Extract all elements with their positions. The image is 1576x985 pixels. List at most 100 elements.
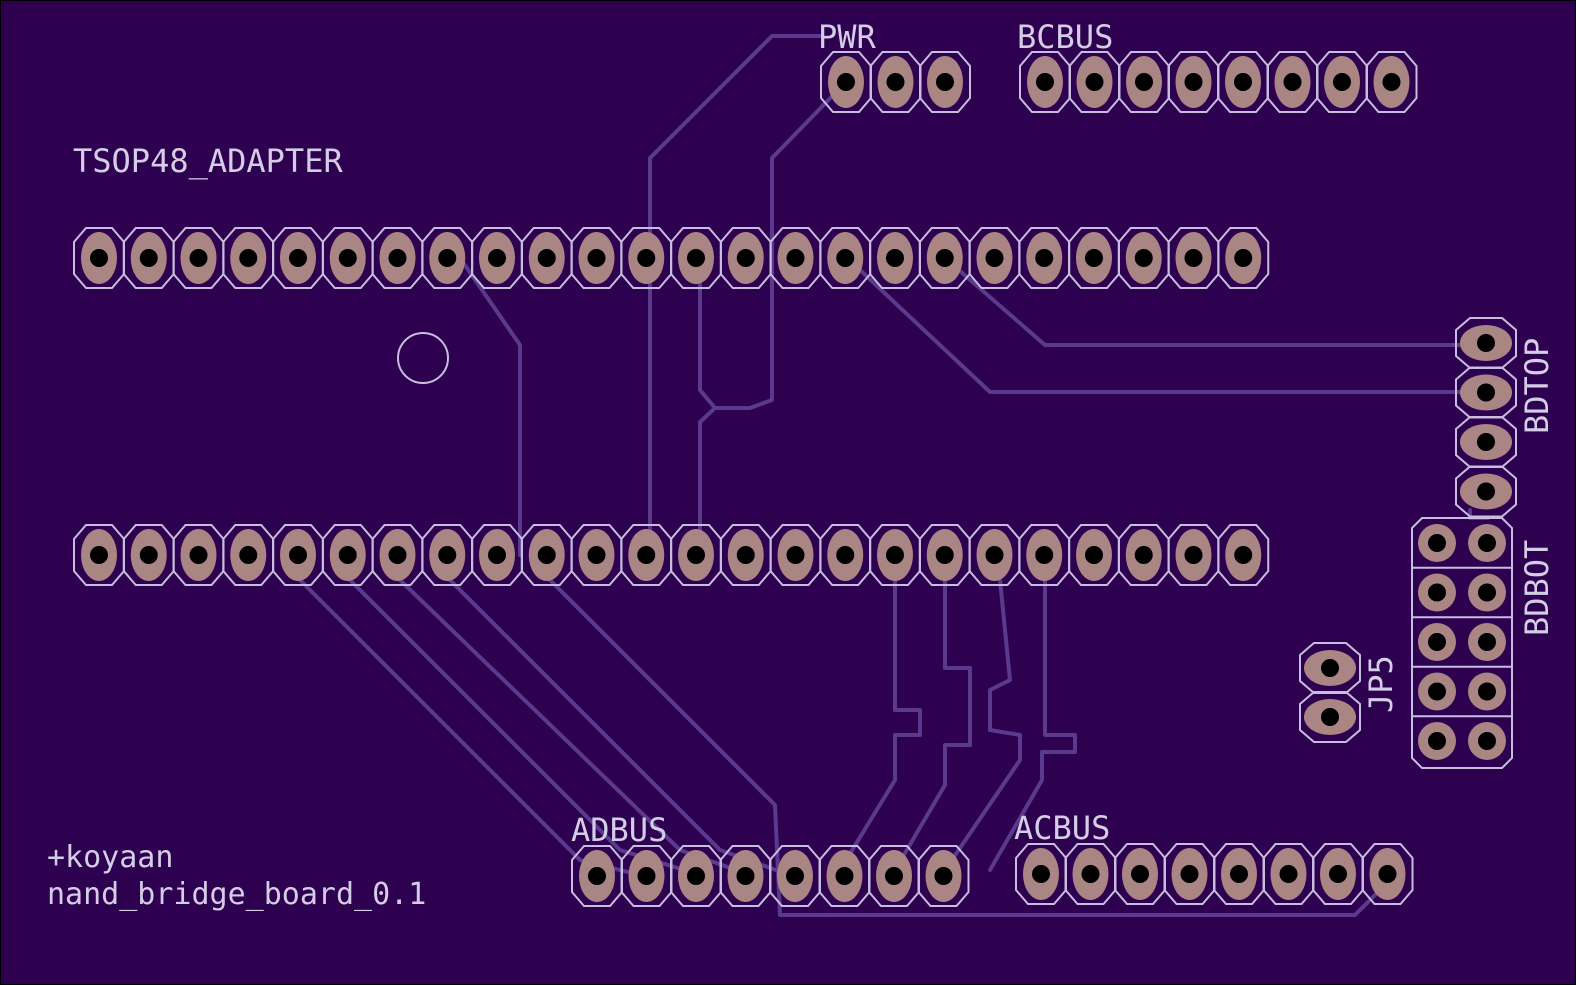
drill-hole xyxy=(438,249,457,267)
tsop-top-header xyxy=(73,227,1270,289)
pad-outline xyxy=(321,227,374,289)
pad-outline xyxy=(1117,524,1170,586)
drill-hole xyxy=(289,249,307,267)
drill-hole xyxy=(1184,73,1203,91)
drill-hole xyxy=(1478,682,1496,701)
pad-outline xyxy=(1299,642,1361,694)
mounting-hole xyxy=(397,332,449,384)
drill-hole xyxy=(438,546,457,564)
drill-hole xyxy=(886,546,904,564)
acbus-header xyxy=(1015,843,1414,905)
pad-outline xyxy=(620,524,673,586)
pad-outline xyxy=(1068,524,1120,586)
tsop-bottom-header xyxy=(73,524,1270,586)
pad-outline xyxy=(620,227,673,289)
trace xyxy=(298,578,642,877)
drill-hole xyxy=(587,249,606,267)
drill-hole xyxy=(1378,865,1397,883)
drill-hole xyxy=(488,546,506,564)
trace xyxy=(348,578,702,877)
pad-outline xyxy=(272,227,324,289)
pad-outline xyxy=(918,524,971,586)
pad-outline xyxy=(620,845,673,907)
pad-outline xyxy=(819,524,872,586)
drill-hole xyxy=(1234,73,1252,91)
drill-hole xyxy=(1477,383,1495,402)
pad-outline xyxy=(719,524,772,586)
pad-outline xyxy=(1018,227,1071,289)
drill-hole xyxy=(886,249,904,267)
drill-hole xyxy=(1321,708,1339,726)
pad-outline xyxy=(1361,843,1414,905)
pad-outline xyxy=(222,227,275,289)
bdtop-label: BDTOP xyxy=(1518,338,1556,434)
drill-hole xyxy=(1085,546,1103,564)
trace xyxy=(858,268,1490,394)
jp5-label: JP5 xyxy=(1362,655,1400,713)
pad-outline xyxy=(1312,843,1364,905)
pad-outline xyxy=(868,845,920,907)
drill-hole xyxy=(837,73,855,91)
drill-hole xyxy=(1234,546,1253,564)
pad-outline xyxy=(122,524,175,586)
drill-hole xyxy=(736,867,755,885)
drill-hole xyxy=(189,546,208,564)
jp5-header xyxy=(1299,642,1361,743)
drill-hole xyxy=(1085,73,1104,91)
pad-outline xyxy=(670,227,722,289)
pad-outline xyxy=(1217,51,1269,113)
pad-outline xyxy=(1266,51,1319,113)
pad-outline xyxy=(421,227,474,289)
pad-outline xyxy=(1217,227,1270,289)
drill-hole xyxy=(1230,865,1248,883)
pad-outline xyxy=(321,524,374,586)
pad-outline xyxy=(1068,227,1120,289)
pad-outline xyxy=(570,524,623,586)
pad-outline xyxy=(1167,51,1220,113)
drill-hole xyxy=(1032,865,1050,883)
drill-hole xyxy=(1382,73,1401,91)
pad-outline xyxy=(73,524,125,586)
pad-outline xyxy=(1316,51,1368,113)
pad-outline xyxy=(968,227,1021,289)
drill-hole xyxy=(786,546,805,564)
pad-outline xyxy=(1299,691,1361,743)
drill-hole xyxy=(1428,682,1446,701)
pad-outline xyxy=(122,227,175,289)
pad-outline xyxy=(1019,51,1071,113)
pad-outline xyxy=(818,845,871,907)
pad-outline xyxy=(520,524,573,586)
bcbus-label: BCBUS xyxy=(1017,18,1113,56)
drill-hole xyxy=(934,867,953,885)
drill-hole xyxy=(835,867,854,885)
drill-hole xyxy=(587,546,606,564)
trace xyxy=(893,578,972,872)
drill-hole xyxy=(836,546,855,564)
drill-hole xyxy=(537,249,556,267)
drill-hole xyxy=(985,546,1004,564)
bdbot-outline xyxy=(1411,517,1513,769)
drill-hole xyxy=(1135,73,1153,91)
pad-outline xyxy=(769,524,822,586)
pad-outline xyxy=(73,227,125,289)
pad-outline xyxy=(719,845,772,907)
drill-hole xyxy=(786,249,805,267)
pad-outline xyxy=(1455,366,1517,419)
pwr-header xyxy=(820,51,971,113)
drill-hole xyxy=(1184,546,1203,564)
pads-layer xyxy=(73,51,1517,907)
drill-hole xyxy=(886,73,905,91)
pad-outline xyxy=(1068,51,1121,113)
author-label: +koyaan xyxy=(47,840,173,875)
trace xyxy=(458,256,522,557)
drill-hole xyxy=(1428,534,1446,552)
drill-hole xyxy=(936,73,954,91)
pad-outline xyxy=(918,227,971,289)
bcbus-header xyxy=(1019,51,1418,113)
drill-hole xyxy=(1131,865,1149,883)
pad-outline xyxy=(471,524,523,586)
drill-hole xyxy=(488,249,506,267)
drill-hole xyxy=(1279,865,1298,883)
